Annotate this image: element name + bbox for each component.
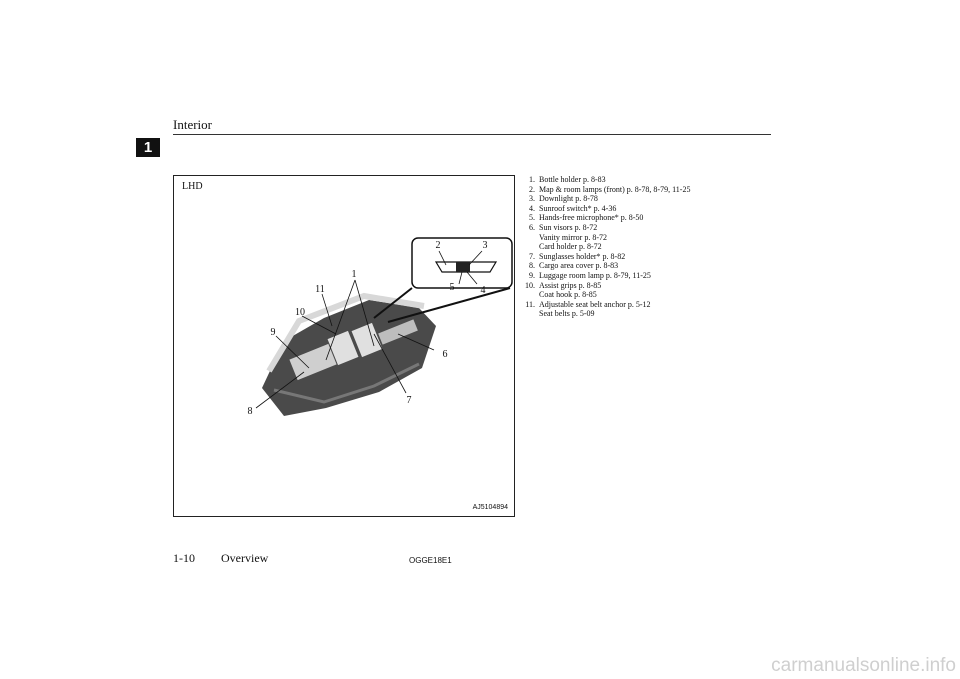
- list-item-line: Cargo area cover p. 8-83: [539, 261, 619, 271]
- list-item-number: 9.: [529, 270, 535, 280]
- list-item-body: Hands-free microphone* p. 8-50: [539, 213, 643, 223]
- callout-7: 7: [407, 395, 412, 406]
- list-item: 9. Luggage room lamp p. 8-79, 11-25: [522, 271, 762, 281]
- list-item-number: 7.: [529, 251, 535, 261]
- leader-lines: [255, 250, 483, 409]
- list-item-line: Assist grips p. 8-85: [539, 280, 602, 290]
- figure-code: AJ5104894: [472, 504, 508, 511]
- list-item-body: Sunglasses holder* p. 8-82: [539, 252, 625, 262]
- list-item-number: 6.: [529, 222, 535, 232]
- footer-section-title: Overview: [221, 551, 269, 565]
- watermark-text: carmanualsonline.info: [771, 655, 956, 676]
- footer-document-code: OGGE18E1: [409, 556, 452, 565]
- callout-10: 10: [295, 307, 305, 318]
- header-divider: [173, 134, 771, 135]
- callout-11: 11: [315, 284, 325, 295]
- list-item-line: Map & room lamps (front) p. 8-78, 8-79, …: [539, 184, 691, 194]
- front-seat-right: [351, 322, 383, 358]
- list-item: 4. Sunroof switch* p. 4-36: [522, 204, 762, 214]
- list-item-line: Luggage room lamp p. 8-79, 11-25: [539, 270, 651, 280]
- page-header-title: Interior: [173, 117, 212, 132]
- callout-3: 3: [483, 240, 488, 251]
- list-item-body: Sunroof switch* p. 4-36: [539, 204, 616, 214]
- rear-seat: [289, 343, 337, 381]
- list-item-line: Downlight p. 8-78: [539, 194, 598, 204]
- list-item-line: Card holder p. 8-72: [539, 242, 602, 252]
- list-item-body: Bottle holder p. 8-83: [539, 175, 606, 185]
- list-item: 3. Downlight p. 8-78: [522, 194, 762, 204]
- list-item-line: Sun visors p. 8-72: [539, 222, 598, 232]
- list-item-number: 3.: [529, 194, 535, 204]
- list-item: 1. Bottle holder p. 8-83: [522, 175, 762, 185]
- item-list: 1. Bottle holder p. 8-83 2. Map & room lamp…: [522, 175, 762, 319]
- page-number: 1-10: [173, 551, 195, 565]
- list-item-line: Coat hook p. 8-85: [539, 290, 597, 300]
- list-item-number: 11.: [525, 299, 535, 309]
- list-item-body: Downlight p. 8-78: [539, 194, 598, 204]
- list-item-body: Cargo area cover p. 8-83: [539, 261, 618, 271]
- list-item-line: Hands-free microphone* p. 8-50: [539, 213, 644, 223]
- list-item: 2. Map & room lamps (front) p. 8-78, 8-79…: [522, 185, 762, 195]
- chapter-tab: 1: [136, 138, 160, 157]
- list-item-line: Vanity mirror p. 8-72: [539, 232, 607, 242]
- console-switch: [456, 262, 470, 272]
- dashboard: [378, 319, 418, 345]
- list-item-line: Seat belts p. 5-09: [539, 309, 595, 319]
- list-item-number: 1.: [529, 175, 535, 184]
- callout-5: 5: [450, 282, 455, 293]
- list-item-number: 8.: [529, 261, 535, 271]
- list-item-line: Adjustable seat belt anchor p. 5-12: [539, 299, 651, 309]
- list-item: 8. Cargo area cover p. 8-83: [522, 261, 762, 271]
- callout-2: 2: [436, 240, 441, 251]
- list-item: 7. Sunglasses holder* p. 8-82: [522, 252, 762, 262]
- list-item-number: 2.: [529, 184, 535, 194]
- list-item-line: Bottle holder p. 8-83: [539, 175, 606, 184]
- list-item-body: Map & room lamps (front) p. 8-78, 8-79, …: [539, 185, 690, 195]
- callout-4: 4: [481, 285, 486, 296]
- front-seat-left: [327, 330, 359, 366]
- list-item: 5. Hands-free microphone* p. 8-50: [522, 213, 762, 223]
- list-item-line: Sunroof switch* p. 4-36: [539, 203, 617, 213]
- figure-label: LHD: [182, 181, 203, 192]
- list-item-body: Luggage room lamp p. 8-79, 11-25: [539, 271, 651, 281]
- callout-8: 8: [248, 406, 253, 417]
- callout-6: 6: [443, 349, 448, 360]
- interior-illustration: 2 3 4 5 1 6 7 8 9 10 11: [248, 237, 513, 417]
- list-item-number: 5.: [529, 213, 535, 223]
- list-item-line: Sunglasses holder* p. 8-82: [539, 251, 626, 261]
- interior-figure: LHD 2: [173, 175, 515, 517]
- list-item-number: 4.: [529, 203, 535, 213]
- callout-1: 1: [352, 269, 357, 280]
- callout-9: 9: [271, 327, 276, 338]
- list-item-number: 10.: [525, 280, 535, 290]
